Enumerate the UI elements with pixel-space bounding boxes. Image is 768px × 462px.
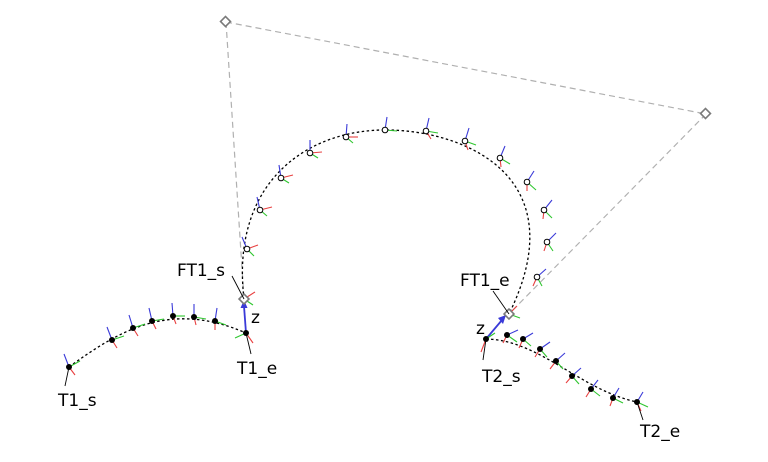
control-polygon-edge	[225, 21, 245, 300]
waypoint	[533, 273, 541, 281]
waypoint	[537, 346, 543, 352]
waypoints-ft1	[243, 126, 551, 281]
control-polygon	[225, 21, 707, 315]
label-z-right: z	[476, 319, 485, 339]
frame-marker	[241, 236, 259, 257]
waypoint	[191, 314, 197, 320]
control-polygon-edge	[225, 21, 707, 115]
waypoint	[212, 318, 218, 324]
label-t2-end: T2_e	[639, 422, 680, 442]
label-t2-start: T2_s	[481, 367, 521, 387]
waypoint	[306, 149, 314, 157]
label-ft1-end: FT1_e	[460, 271, 510, 291]
waypoint	[553, 358, 559, 364]
waypoint	[381, 126, 389, 134]
transition-ft1	[241, 129, 531, 315]
waypoint	[504, 332, 510, 338]
waypoint	[569, 373, 575, 379]
waypoint	[543, 238, 551, 246]
waypoint	[422, 127, 430, 135]
waypoint	[588, 386, 594, 392]
waypoint	[170, 313, 176, 319]
control-polygon-edge	[508, 113, 707, 315]
z-axis-arrow-right	[485, 315, 506, 340]
waypoint	[496, 154, 504, 162]
waypoint	[342, 133, 350, 141]
waypoint	[520, 336, 526, 342]
waypoint	[130, 325, 136, 331]
label-ft1-start: FT1_s	[177, 261, 225, 281]
frames-t1	[63, 302, 254, 376]
label-z-left: z	[251, 308, 260, 328]
control-point	[699, 107, 712, 120]
waypoint	[540, 206, 548, 214]
control-points	[219, 15, 712, 321]
waypoint	[243, 245, 251, 253]
control-point	[219, 15, 232, 28]
waypoint	[256, 206, 264, 214]
label-t1-end: T1_e	[236, 359, 277, 379]
waypoint	[523, 178, 531, 186]
waypoint	[610, 395, 616, 401]
trajectory-t1	[68, 318, 247, 368]
frame-marker	[63, 353, 81, 376]
waypoint	[277, 174, 285, 182]
label-leaders	[64, 275, 644, 421]
waypoint	[109, 337, 115, 343]
frame-marker	[193, 304, 207, 326]
waypoint	[461, 137, 469, 145]
label-t1-start: T1_s	[57, 391, 97, 411]
waypoint	[149, 318, 155, 324]
